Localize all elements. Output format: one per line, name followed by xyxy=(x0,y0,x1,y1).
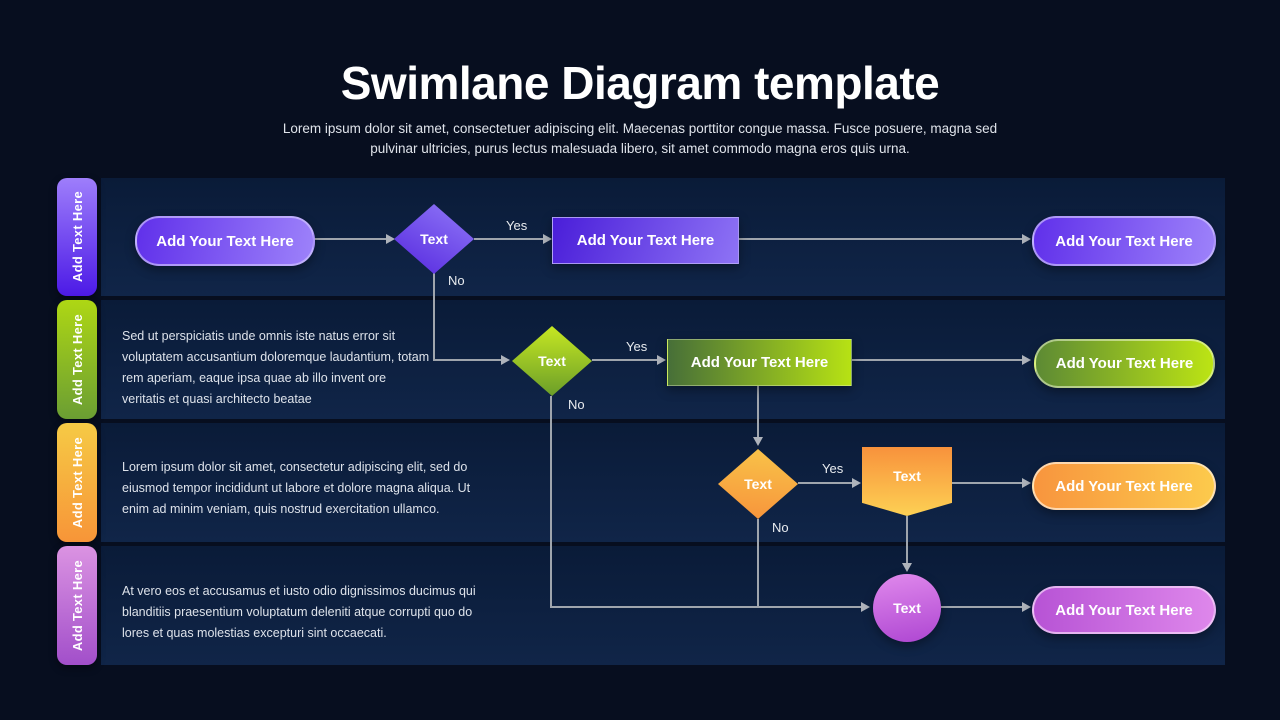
arrowhead-icon xyxy=(543,234,552,244)
connector-line xyxy=(433,273,435,360)
lane2-yes-label: Yes xyxy=(626,339,648,354)
lane-tab-1[interactable]: Add Text Here xyxy=(57,178,97,296)
lane2-no-label: No xyxy=(568,397,585,412)
connector-line xyxy=(737,238,1025,240)
lane2-process-rect[interactable]: Add Your Text Here xyxy=(667,339,852,386)
lane-tab-4[interactable]: Add Text Here xyxy=(57,546,97,665)
lane-tab-2-label: Add Text Here xyxy=(69,313,85,406)
connector-line xyxy=(550,396,552,608)
lane4-end-pill[interactable]: Add Your Text Here xyxy=(1032,586,1216,634)
lane1-start-pill[interactable]: Add Your Text Here xyxy=(135,216,315,266)
lane3-banner-shape[interactable]: Text xyxy=(862,447,952,516)
connector-line xyxy=(592,359,658,361)
connector-line xyxy=(906,516,908,565)
arrowhead-icon xyxy=(1022,234,1031,244)
arrowhead-icon xyxy=(657,355,666,365)
connector-line xyxy=(433,359,503,361)
connector-line xyxy=(757,384,759,438)
arrowhead-icon xyxy=(501,355,510,365)
lane-tab-3[interactable]: Add Text Here xyxy=(57,423,97,542)
connector-line xyxy=(850,359,1025,361)
arrowhead-icon xyxy=(1022,355,1031,365)
lane1-yes-label: Yes xyxy=(506,218,528,233)
lane4-terminator-circle[interactable]: Text xyxy=(873,574,941,642)
connector-line xyxy=(311,238,387,240)
arrowhead-icon xyxy=(386,234,395,244)
lane-tab-3-label: Add Text Here xyxy=(69,436,85,529)
page-title: Swimlane Diagram template xyxy=(340,57,940,109)
lane-4-description: At vero eos et accusamus et iusto odio d… xyxy=(122,584,476,640)
arrowhead-icon xyxy=(1022,478,1031,488)
connector-line xyxy=(952,482,1025,484)
page-subtitle: Lorem ipsum dolor sit amet, consectetuer… xyxy=(282,121,998,156)
connector-line xyxy=(551,606,863,608)
arrowhead-icon xyxy=(902,563,912,572)
arrowhead-icon xyxy=(753,437,763,446)
lane3-yes-label: Yes xyxy=(822,461,844,476)
arrowhead-icon xyxy=(1022,602,1031,612)
connector-line xyxy=(757,519,759,608)
connector-line xyxy=(941,606,1025,608)
lane1-no-label: No xyxy=(448,273,465,288)
lane-2-description: Sed ut perspiciatis unde omnis iste natu… xyxy=(122,329,430,406)
lane-tab-4-label: Add Text Here xyxy=(69,559,85,652)
lane-tab-2[interactable]: Add Text Here xyxy=(57,300,97,419)
lane2-end-pill[interactable]: Add Your Text Here xyxy=(1034,339,1215,388)
lane3-end-pill[interactable]: Add Your Text Here xyxy=(1032,462,1216,510)
connector-line xyxy=(798,482,853,484)
lane1-end-pill[interactable]: Add Your Text Here xyxy=(1032,216,1216,266)
arrowhead-icon xyxy=(852,478,861,488)
lane3-no-label: No xyxy=(772,520,789,535)
connector-line xyxy=(474,238,544,240)
lane-tab-1-label: Add Text Here xyxy=(69,191,85,283)
arrowhead-icon xyxy=(861,602,870,612)
lane-3-description: Lorem ipsum dolor sit amet, consectetur … xyxy=(122,460,471,516)
lane1-process-rect[interactable]: Add Your Text Here xyxy=(552,217,739,264)
